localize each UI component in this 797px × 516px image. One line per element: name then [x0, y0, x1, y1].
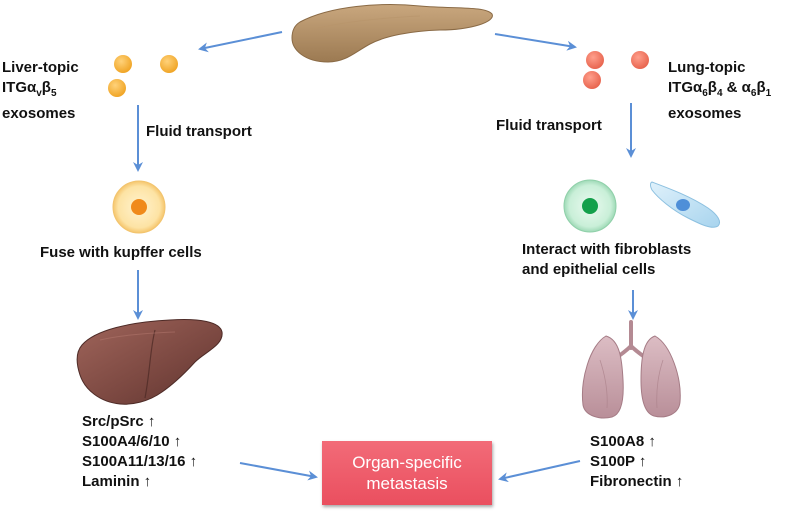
- fibroblast-label: Interact with fibroblasts and epithelial…: [522, 240, 691, 280]
- lung-exosomes-icon: [583, 51, 649, 89]
- arrow-pancreas-to-liver-exosomes: [198, 31, 283, 53]
- lung-marker-3: Fibronectin ↑: [590, 473, 684, 490]
- lungs-icon: [581, 320, 681, 419]
- arrow-pancreas-to-lung-exosomes: [494, 33, 577, 51]
- result-line-1: Organ-specific: [352, 453, 462, 472]
- liver-marker-4: Laminin ↑: [82, 473, 152, 490]
- organ-specific-metastasis-box: Organ-specific metastasis: [322, 441, 492, 505]
- liver-exosome-integrin: ITGαvβ5: [2, 79, 57, 99]
- lung-exosome-integrin: ITGα6β4 & α6β1: [668, 79, 772, 99]
- liver-exosome-title: Liver-topic: [2, 59, 79, 76]
- liver-icon: [76, 319, 223, 405]
- liver-exosome-word: exosomes: [2, 105, 76, 122]
- liver-marker-3: S100A11/13/16 ↑: [82, 453, 198, 470]
- fibroblast-label-line-2: and epithelial cells: [522, 261, 656, 278]
- arrow-liver-to-metastasis: [239, 462, 318, 481]
- kupffer-cell-icon: [112, 180, 166, 234]
- fibroblast-label-line-1: Interact with fibroblasts: [522, 241, 692, 258]
- liver-transport-label: Fluid transport: [146, 123, 252, 140]
- fibroblast-cell-icon: [563, 179, 617, 233]
- lung-marker-1: S100A8 ↑: [590, 433, 656, 450]
- kupffer-label: Fuse with kupffer cells: [40, 244, 202, 261]
- lung-markers: S100A8 ↑ S100P ↑ Fibronectin ↑: [590, 432, 683, 492]
- liver-marker-2: S100A4/6/10 ↑: [82, 433, 182, 450]
- liver-marker-1: Src/pSrc ↑: [82, 413, 156, 430]
- lung-exosome-word: exosomes: [668, 105, 742, 122]
- result-line-2: metastasis: [366, 474, 448, 493]
- arrow-lung-to-metastasis: [498, 460, 581, 483]
- liver-markers: Src/pSrc ↑ S100A4/6/10 ↑ S100A11/13/16 ↑…: [82, 412, 197, 492]
- liver-exosomes-icon: [108, 55, 178, 97]
- pancreas-icon: [291, 4, 493, 63]
- lung-marker-2: S100P ↑: [590, 453, 647, 470]
- lung-exosome-title: Lung-topic: [668, 59, 746, 76]
- liver-exosome-label: Liver-topic ITGαvβ5 exosomes: [2, 58, 79, 124]
- epithelial-cell-icon: [650, 181, 721, 228]
- lung-transport-label: Fluid transport: [496, 117, 602, 134]
- lung-exosome-label: Lung-topic ITGα6β4 & α6β1 exosomes: [668, 58, 771, 124]
